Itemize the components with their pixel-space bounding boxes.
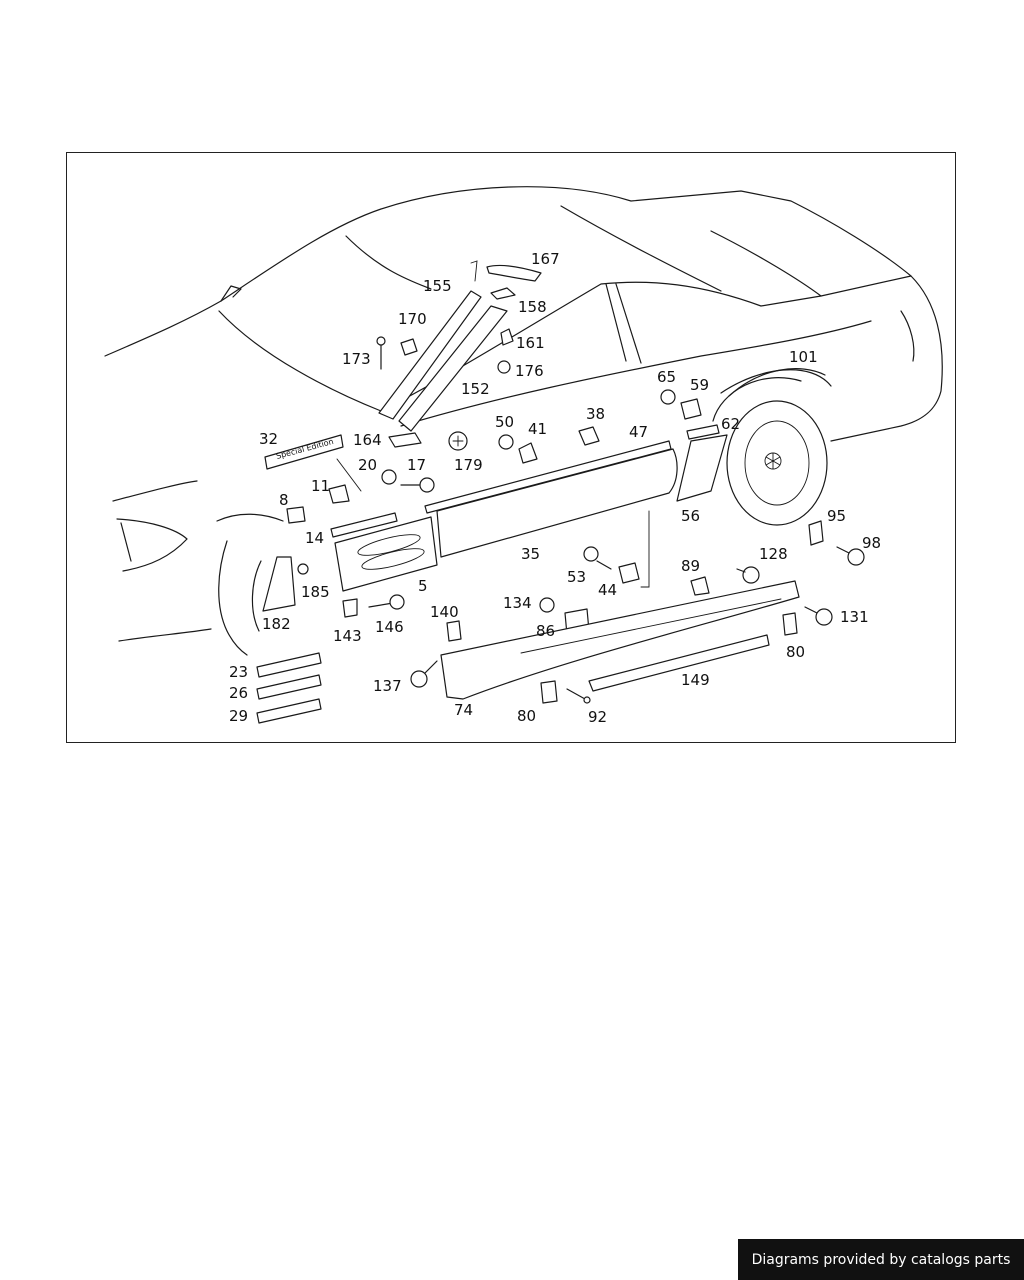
- callout-labels: 5 8 11 14 17 20 23 26 29 32 35 38 41 44 …: [229, 250, 881, 726]
- rear-wheel: [712, 377, 828, 526]
- parts-group: Special Edition: [256, 260, 865, 724]
- callout-161: 161: [516, 334, 545, 352]
- callout-170: 170: [398, 310, 427, 328]
- car-body-outline: [104, 186, 943, 656]
- callout-32: 32: [259, 430, 278, 448]
- callout-137: 137: [373, 677, 402, 695]
- callout-89: 89: [681, 557, 700, 575]
- callout-14: 14: [305, 529, 324, 547]
- callout-95: 95: [827, 507, 846, 525]
- callout-50: 50: [495, 413, 514, 431]
- callout-59: 59: [690, 376, 709, 394]
- parts-diagram: Special Edition: [104, 186, 943, 726]
- callout-65: 65: [657, 368, 676, 386]
- callout-17: 17: [407, 456, 426, 474]
- callout-11: 11: [311, 477, 330, 495]
- callout-29: 29: [229, 707, 248, 725]
- callout-101: 101: [789, 348, 818, 366]
- callout-140: 140: [430, 603, 459, 621]
- callout-47: 47: [629, 423, 648, 441]
- callout-155: 155: [423, 277, 452, 295]
- callout-5: 5: [418, 577, 428, 595]
- callout-26: 26: [229, 684, 248, 702]
- callout-146: 146: [375, 618, 404, 636]
- callout-149: 149: [681, 671, 710, 689]
- footer-credit-text: Diagrams provided by catalogs parts: [751, 1251, 1011, 1268]
- callout-35: 35: [521, 545, 540, 563]
- callout-86: 86: [536, 622, 555, 640]
- callout-143: 143: [333, 627, 362, 645]
- callout-92: 92: [588, 708, 607, 726]
- callout-74: 74: [454, 701, 473, 719]
- callout-80-right: 80: [786, 643, 805, 661]
- callout-80-left: 80: [517, 707, 536, 725]
- footer-credit-banner: Diagrams provided by catalogs parts: [738, 1239, 1024, 1280]
- callout-173: 173: [342, 350, 371, 368]
- callout-167: 167: [531, 250, 560, 268]
- callout-164: 164: [353, 431, 382, 449]
- callout-179: 179: [454, 456, 483, 474]
- callout-53: 53: [567, 568, 586, 586]
- callout-44: 44: [598, 581, 617, 599]
- callout-176: 176: [515, 362, 544, 380]
- callout-41: 41: [528, 420, 547, 438]
- callout-185: 185: [301, 583, 330, 601]
- callout-152: 152: [461, 380, 490, 398]
- callout-23: 23: [229, 663, 248, 681]
- diagram-frame: Special Edition: [66, 152, 956, 743]
- callout-131: 131: [840, 608, 869, 626]
- callout-62: 62: [721, 415, 740, 433]
- callout-20: 20: [358, 456, 377, 474]
- callout-38: 38: [586, 405, 605, 423]
- callout-98: 98: [862, 534, 881, 552]
- callout-128: 128: [759, 545, 788, 563]
- callout-134: 134: [503, 594, 532, 612]
- callout-182: 182: [262, 615, 291, 633]
- callout-158: 158: [518, 298, 547, 316]
- callout-56: 56: [681, 507, 700, 525]
- callout-8: 8: [279, 491, 289, 509]
